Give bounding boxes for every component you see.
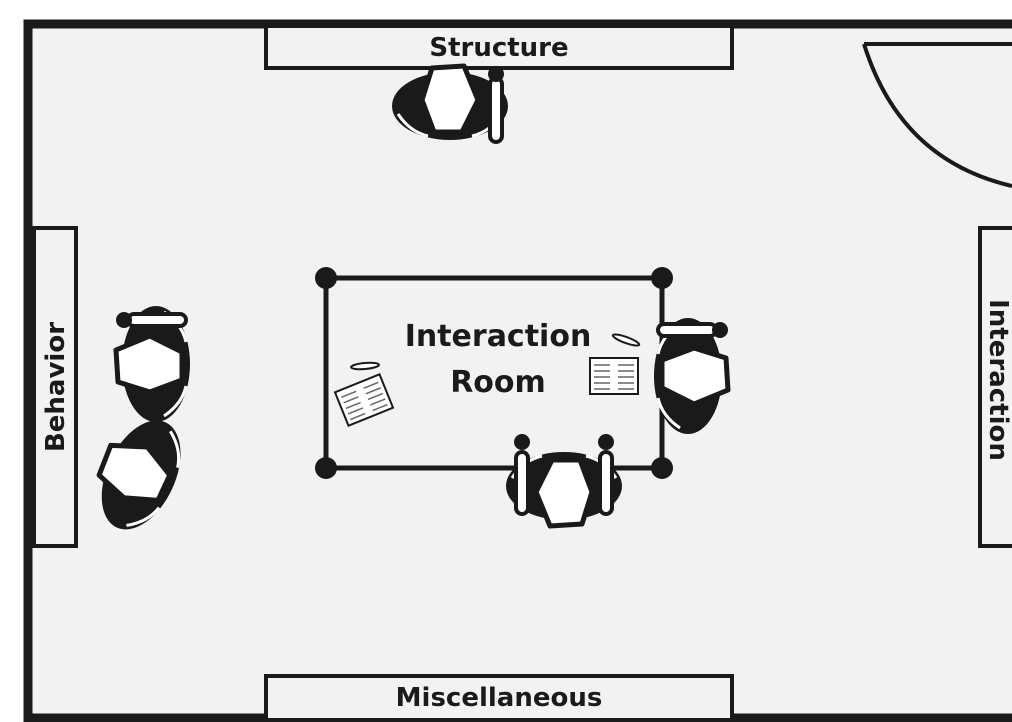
wall-label-miscellaneous: Miscellaneous (396, 683, 603, 713)
room-floor (26, 22, 1012, 720)
room-title-line1: Interaction (405, 319, 592, 354)
person-top-view-icon (506, 434, 622, 526)
person-top-view-icon (116, 306, 190, 422)
document-icon (589, 357, 639, 395)
door-swing-icon (862, 42, 1012, 188)
wall-panel-structure: Structure (264, 24, 734, 70)
wall-label-behavior: Behavior (41, 322, 71, 452)
wall-panel-miscellaneous: Miscellaneous (264, 674, 734, 722)
person-top-view-icon (654, 318, 728, 434)
wall-label-interaction: Interaction (983, 299, 1012, 461)
room-title-line2: Room (450, 365, 546, 400)
wall-panel-behavior: Behavior (32, 226, 78, 548)
wall-panel-interaction: Interaction (978, 226, 1012, 548)
person-top-view-icon (392, 66, 508, 144)
wall-label-structure: Structure (429, 33, 568, 63)
